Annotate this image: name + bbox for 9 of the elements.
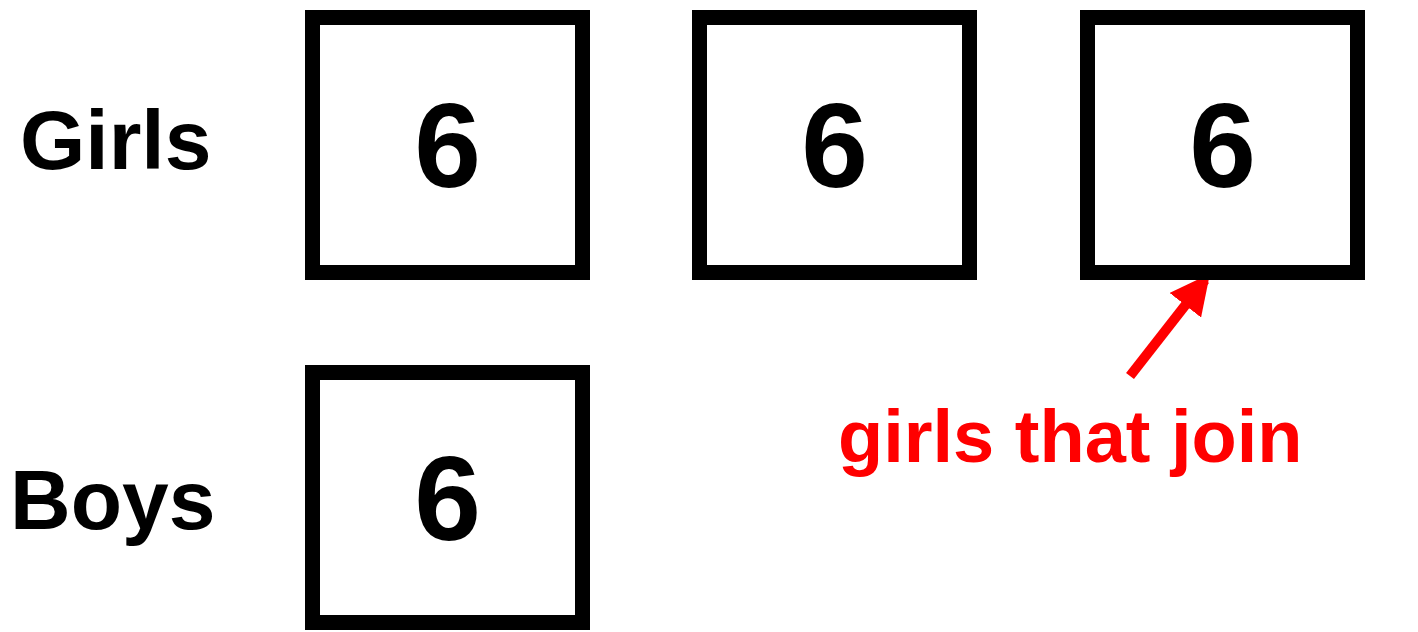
- number-box: [692, 10, 977, 280]
- number-box: [305, 10, 590, 280]
- box-number: 6: [801, 85, 868, 205]
- number-box: [1080, 10, 1365, 280]
- box-number: 6: [414, 437, 481, 558]
- row-label: Girls: [20, 98, 212, 182]
- box-number: 6: [414, 85, 481, 205]
- box-number: 6: [1189, 85, 1256, 205]
- number-box: [305, 365, 590, 630]
